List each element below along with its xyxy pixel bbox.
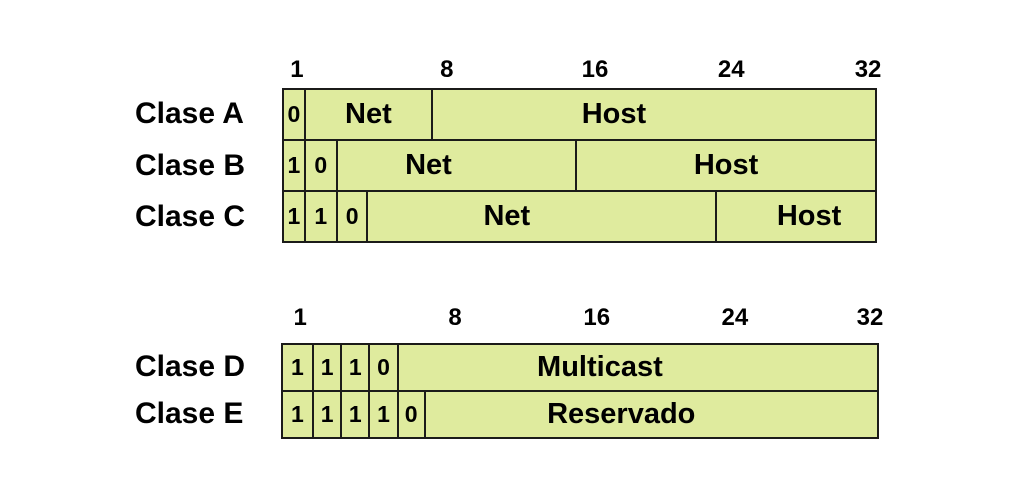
ruler-tick-24: 24 <box>721 304 749 331</box>
row-label-clase-a: Clase A <box>135 97 244 130</box>
ruler-tick-8: 8 <box>448 304 462 331</box>
clase-b-net-field: Net <box>338 141 578 190</box>
bit-value: 0 <box>287 101 301 127</box>
field-label: Host <box>776 200 842 232</box>
clase-c-bit-cell: 0 <box>338 192 369 241</box>
clase-d-multicast-field: Multicast <box>399 345 877 390</box>
ruler-tick-1: 1 <box>293 304 307 331</box>
clase-a-bit-cell: 0 <box>284 90 306 139</box>
clase-c-bit-cell: 1 <box>284 192 306 241</box>
bit-value: 1 <box>320 401 334 427</box>
row-label-clase-d: Clase D <box>135 350 246 383</box>
ruler-tick-32: 32 <box>854 56 882 83</box>
field-label: Net <box>405 149 452 181</box>
field-label: Net <box>483 200 531 232</box>
bit-value: 1 <box>287 152 301 178</box>
bitrow-clase-d: 1 1 1 0 Multicast <box>281 343 879 392</box>
bitrow-clase-b: 1 0 Net Host <box>282 139 877 192</box>
bit-value: 1 <box>287 203 301 229</box>
clase-a-host-field: Host <box>433 90 875 139</box>
ruler-tick-8: 8 <box>440 56 454 83</box>
clase-c-bit-cell: 1 <box>306 192 338 241</box>
ruler-tick-16: 16 <box>583 304 611 331</box>
bit-value: 0 <box>345 203 359 229</box>
clase-b-bit-cell: 0 <box>306 141 338 190</box>
row-label-clase-c: Clase C <box>135 200 246 233</box>
clase-c-host-field: Host <box>717 192 875 241</box>
clase-d-bit-cell: 1 <box>342 345 371 390</box>
clase-e-bit-cell: 1 <box>283 392 314 437</box>
bit-value: 1 <box>314 203 328 229</box>
row-label-clase-b: Clase B <box>135 149 246 182</box>
field-label: Reservado <box>547 398 696 430</box>
bit-value: 0 <box>404 401 418 427</box>
clase-e-bit-cell: 1 <box>342 392 371 437</box>
bitrow-clase-a: 0 Net Host <box>282 88 877 141</box>
ruler-tick-24: 24 <box>717 56 745 83</box>
bit-value: 1 <box>377 401 390 427</box>
bit-value: 1 <box>320 354 334 380</box>
clase-b-host-field: Host <box>577 141 875 190</box>
bit-value: 1 <box>291 354 304 380</box>
clase-e-reservado-field: Reservado <box>426 392 878 437</box>
bit-value: 1 <box>291 401 304 427</box>
row-label-clase-e: Clase E <box>135 397 244 430</box>
bit-value: 1 <box>348 401 362 427</box>
bit-ruler-top: 1 8 16 24 32 <box>282 56 881 84</box>
bitrow-clase-e: 1 1 1 1 0 Reservado <box>281 390 879 439</box>
bit-value: 0 <box>314 152 328 178</box>
clase-e-bit-cell: 1 <box>370 392 399 437</box>
clase-d-bit-cell: 1 <box>283 345 314 390</box>
bit-value: 1 <box>348 354 362 380</box>
clase-b-bit-cell: 1 <box>284 141 306 190</box>
bit-value: 0 <box>377 354 390 380</box>
clase-a-net-field: Net <box>306 90 433 139</box>
clase-e-bit-cell: 1 <box>314 392 343 437</box>
field-label: Net <box>345 98 392 130</box>
ruler-tick-32: 32 <box>856 304 884 331</box>
clase-e-bit-cell: 0 <box>399 392 426 437</box>
clase-d-bit-cell: 0 <box>370 345 399 390</box>
bit-ruler-bottom: 1 8 16 24 32 <box>281 304 883 332</box>
field-label: Host <box>581 98 647 130</box>
ruler-tick-1: 1 <box>290 56 304 83</box>
clase-d-bit-cell: 1 <box>314 345 343 390</box>
clase-c-net-field: Net <box>368 192 718 241</box>
ruler-tick-16: 16 <box>581 56 609 83</box>
field-label: Multicast <box>537 351 663 383</box>
bitrow-clase-c: 1 1 0 Net Host <box>282 190 877 243</box>
field-label: Host <box>693 149 759 181</box>
